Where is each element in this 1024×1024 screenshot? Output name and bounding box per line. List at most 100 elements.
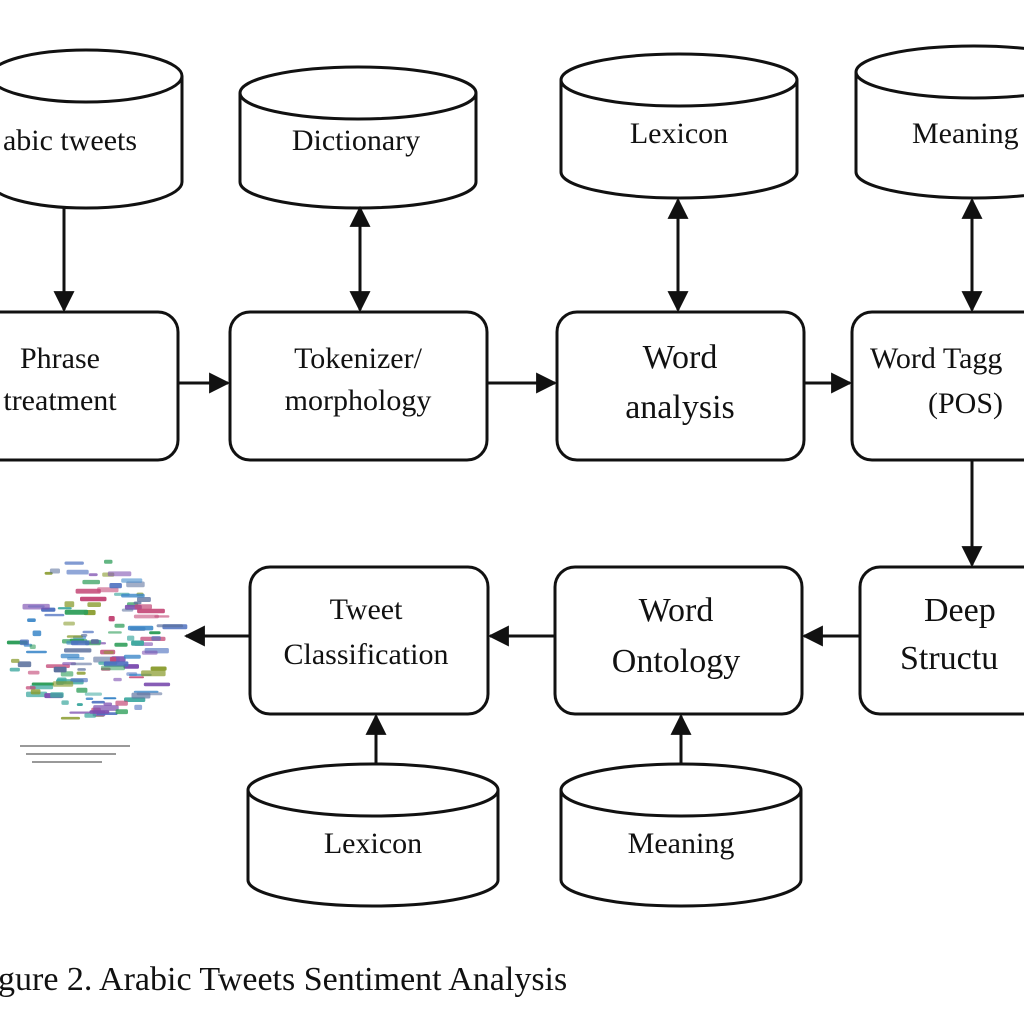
db-arabic-tweets-label: abic tweets (3, 124, 137, 157)
word-cloud-glyph (64, 609, 89, 615)
db-lexicon-top: Lexicon (559, 52, 799, 200)
word-cloud-glyph (107, 571, 132, 577)
word-cloud-glyph (121, 593, 145, 598)
word-cloud-glyph (150, 666, 167, 671)
word-cloud-glyph (124, 697, 146, 702)
word-cloud-glyph (137, 608, 165, 614)
db-lexicon-bottom: Lexicon (246, 762, 500, 908)
word-cloud-glyph (27, 618, 36, 622)
word-cloud-glyph (26, 650, 47, 654)
word-cloud-glyph (126, 581, 145, 588)
word-cloud-glyph (29, 685, 54, 690)
word-cloud-glyph (49, 568, 60, 574)
word-cloud-glyph (70, 662, 92, 666)
word-cloud-glyph (109, 583, 122, 589)
word-cloud-glyph (31, 682, 54, 686)
db-lexicon-bottom-label: Lexicon (324, 827, 422, 860)
word-cloud-glyph (22, 603, 50, 610)
word-cloud-glyph (88, 573, 98, 577)
word-cloud-glyph (82, 579, 100, 585)
db-arabic-tweets: abic tweets (0, 48, 184, 210)
word-cloud-glyph (64, 601, 75, 608)
word-cloud-glyph (151, 636, 161, 641)
word-cloud-glyph (80, 596, 107, 602)
word-cloud-glyph (149, 631, 161, 635)
word-cloud-footnote-line (32, 761, 102, 763)
tweet-classification-line1: Tweet (330, 593, 404, 626)
word-cloud-glyph (66, 569, 89, 575)
word-cloud-glyph (97, 587, 119, 593)
word-cloud-glyph (77, 668, 86, 671)
word-cloud-glyph (141, 670, 166, 677)
deep-structure-line2: Structu (900, 640, 998, 677)
word-cloud-glyph (90, 639, 99, 644)
word-cloud-glyph (133, 601, 142, 605)
process-word-tagging: Word Tagg (POS) (850, 310, 1024, 462)
word-cloud-glyph (61, 700, 69, 705)
word-cloud-glyph (141, 650, 158, 655)
word-cloud-glyph (134, 604, 152, 610)
word-cloud-glyph (84, 713, 96, 718)
word-cloud-glyph (134, 704, 143, 710)
db-meaning-bottom-label: Meaning (628, 827, 735, 860)
db-lexicon-top-label: Lexicon (630, 117, 728, 150)
word-cloud-glyph (115, 700, 128, 706)
tokenizer-line1: Tokenizer/ (294, 342, 423, 375)
word-cloud-glyph (103, 650, 114, 654)
phrase-treatment-line2: treatment (3, 384, 117, 417)
word-cloud-glyph (60, 671, 74, 677)
word-cloud-glyph (52, 681, 74, 687)
word-cloud-glyph (50, 692, 64, 698)
word-cloud-glyph (84, 692, 102, 696)
word-cloud-glyph (113, 677, 122, 682)
word-cloud-glyph (137, 597, 151, 602)
word-cloud-glyph (29, 644, 36, 649)
word-cloud-glyph (32, 630, 42, 637)
word-analysis-line2: analysis (625, 389, 735, 426)
word-cloud-glyph (128, 676, 144, 679)
arabic-word-cloud-icon (6, 559, 188, 763)
process-phrase-treatment: Phrase treatment (0, 310, 180, 462)
word-cloud-glyph (82, 630, 94, 634)
word-cloud-glyph (11, 658, 20, 663)
word-cloud-glyph (123, 654, 141, 659)
word-cloud-footnote-line (26, 753, 116, 755)
word-cloud-glyph (87, 602, 101, 607)
word-cloud-glyph (64, 648, 92, 653)
word-cloud-footnote-line (20, 745, 130, 747)
word-cloud-glyph (60, 653, 80, 659)
word-cloud-glyph (25, 686, 36, 690)
word-cloud-glyph (133, 690, 159, 693)
word-cloud-glyph (76, 671, 86, 675)
word-cloud-glyph (103, 702, 113, 706)
word-cloud-glyph (103, 661, 129, 667)
word-cloud-glyph (131, 692, 151, 699)
process-word-ontology: Word Ontology (553, 565, 804, 716)
process-deep-structure: Deep Structu (858, 565, 1024, 716)
word-cloud-glyph (143, 682, 171, 687)
db-dictionary-label: Dictionary (292, 124, 420, 157)
tweet-classification-line2: Classification (284, 638, 449, 671)
word-cloud-glyph (80, 634, 88, 637)
word-cloud-glyph (9, 667, 20, 672)
process-tokenizer: Tokenizer/ morphology (228, 310, 489, 462)
phrase-treatment-line1: Phrase (20, 342, 100, 375)
word-cloud-glyph (69, 711, 90, 714)
word-cloud-glyph (115, 709, 128, 715)
word-cloud-glyph (121, 578, 143, 583)
word-cloud-glyph (76, 687, 88, 693)
word-cloud-glyph (27, 670, 40, 675)
figure-caption: gure 2. Arabic Tweets Sentiment Analysis (0, 961, 567, 998)
word-cloud-glyph (63, 621, 75, 626)
process-tweet-classification: Tweet Classification (248, 565, 490, 716)
word-cloud-glyph (104, 559, 113, 564)
word-cloud-glyph (121, 608, 134, 612)
deep-structure-line1: Deep (924, 592, 996, 629)
word-cloud-glyph (70, 678, 88, 683)
word-cloud-glyph (114, 642, 128, 647)
word-cloud-glyph (66, 635, 83, 638)
process-word-analysis: Word analysis (555, 310, 806, 462)
word-cloud-glyph (19, 639, 29, 646)
word-cloud-glyph (103, 697, 117, 700)
